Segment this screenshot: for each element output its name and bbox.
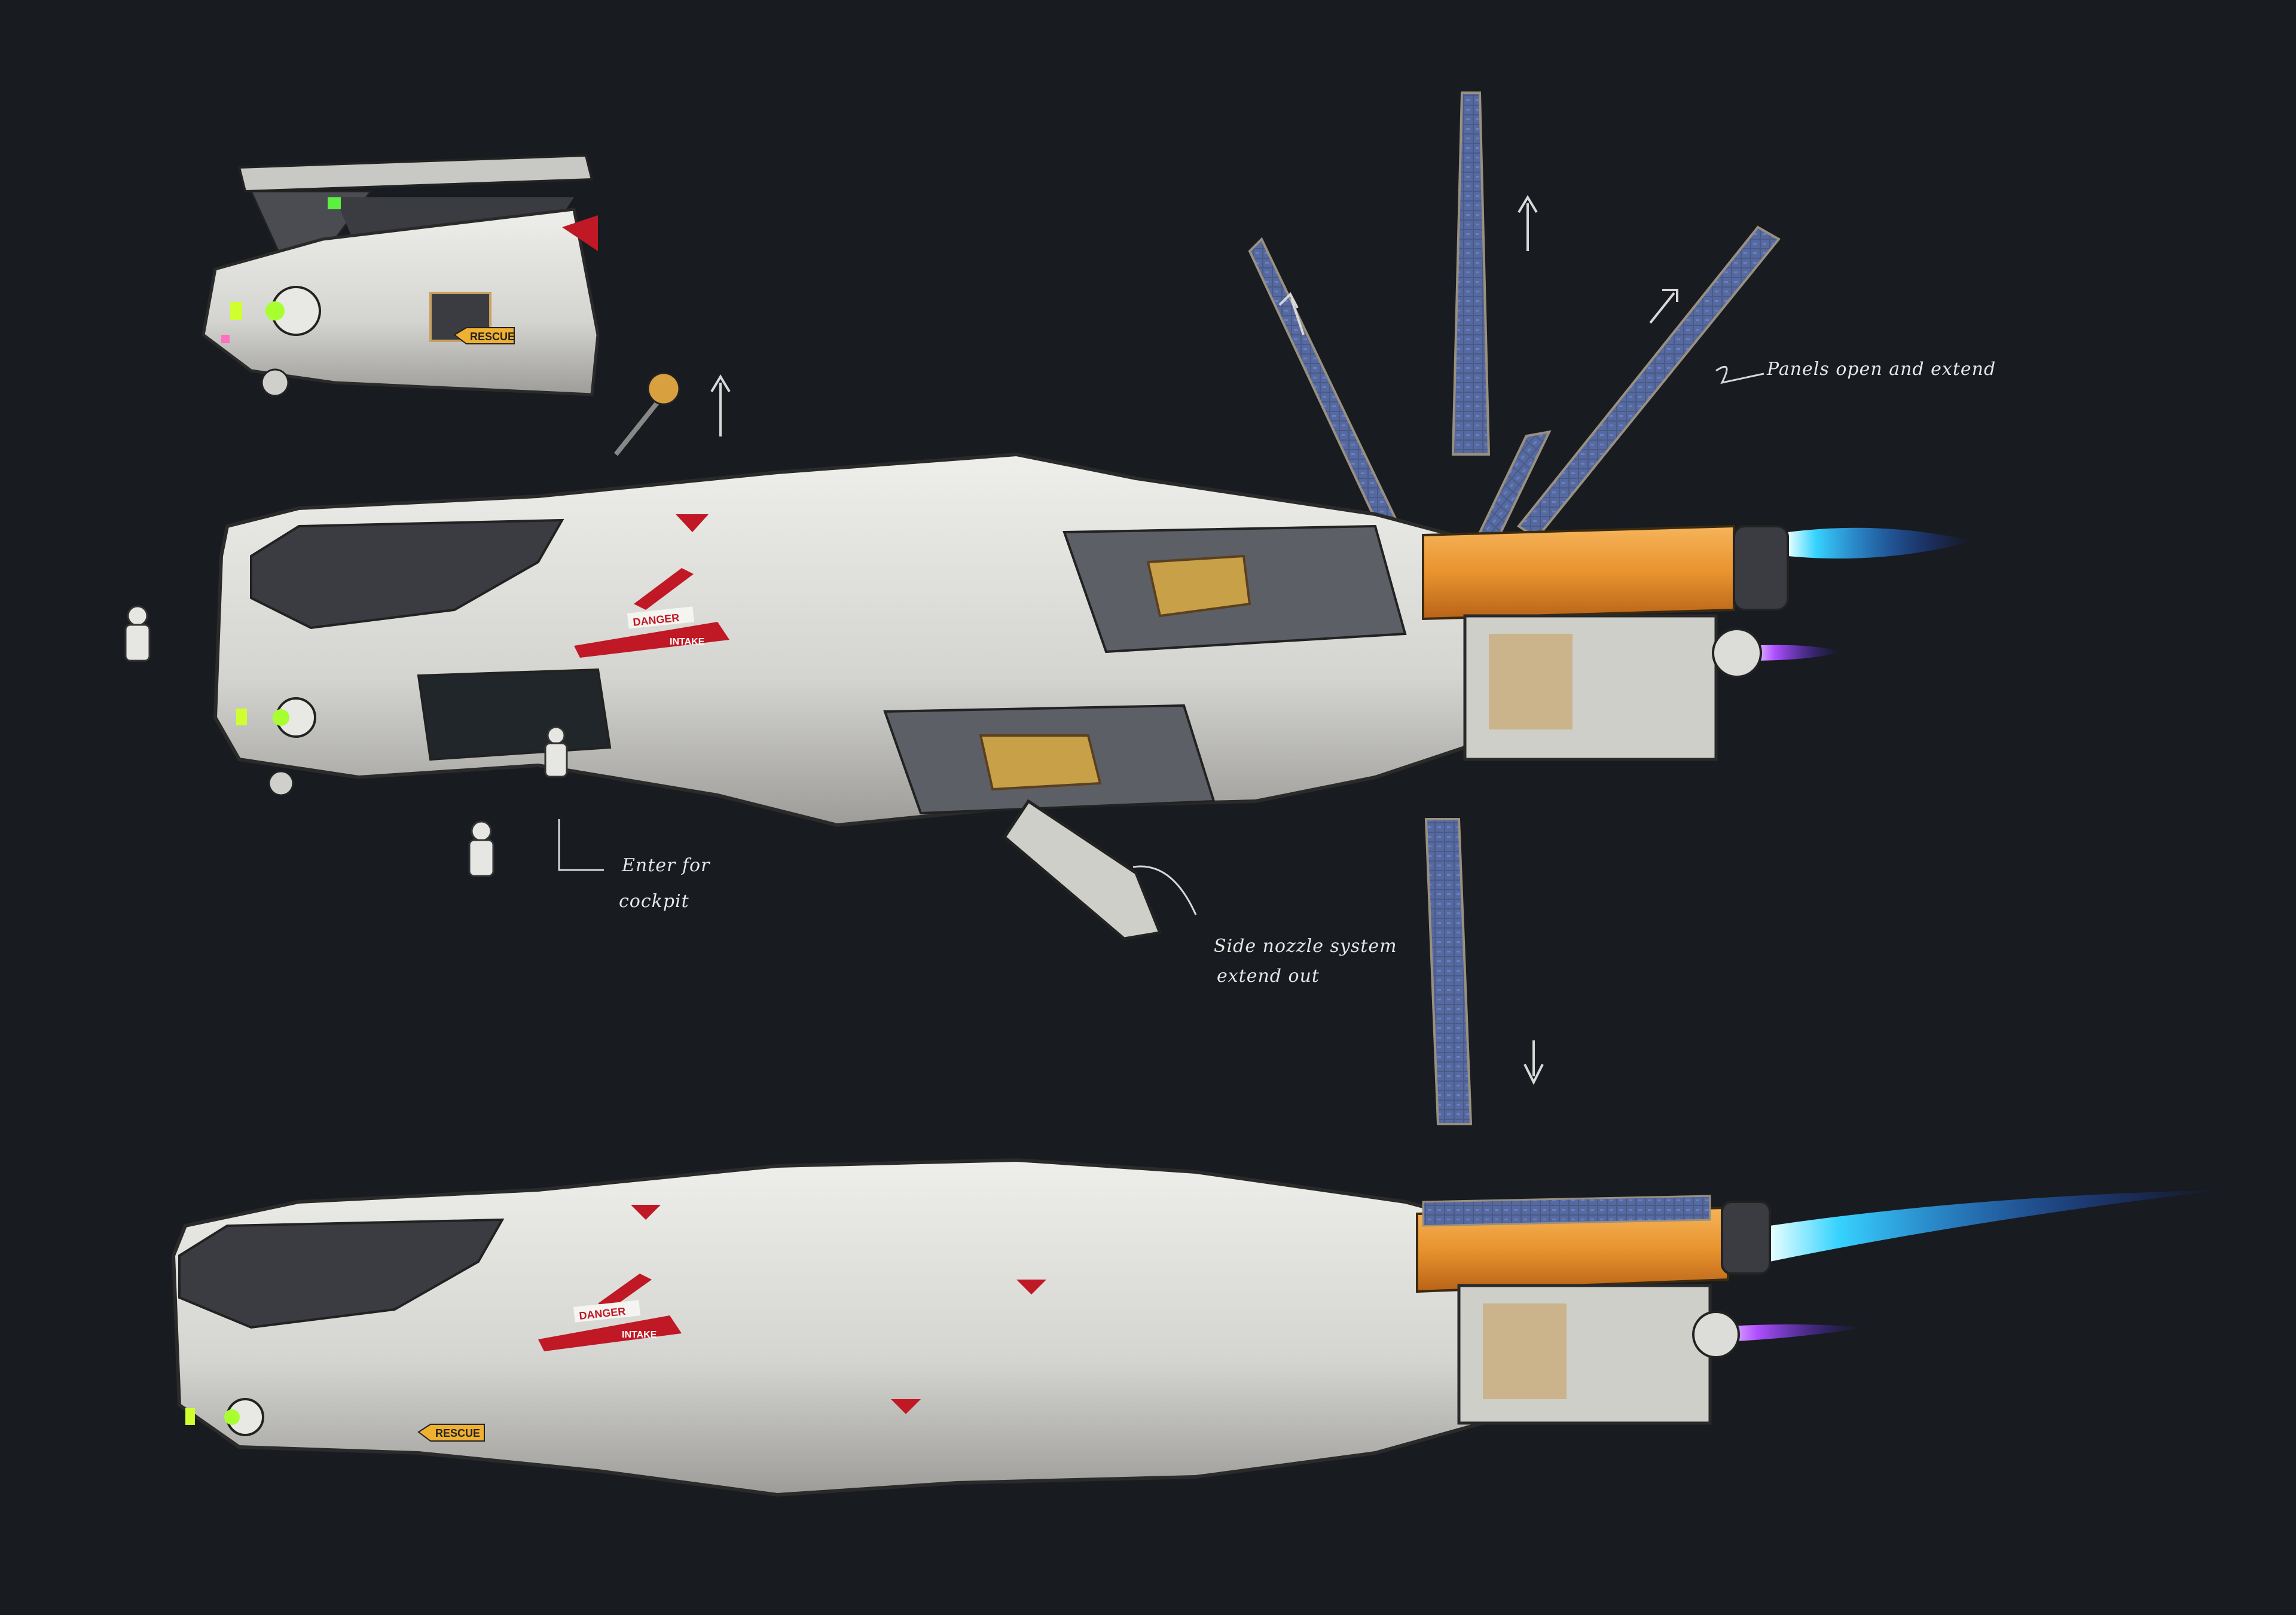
main-thrust-plume (1770, 1190, 2224, 1262)
orange-fuel-tank (1422, 524, 1735, 621)
side-nozzle-arm (1002, 799, 1162, 941)
antenna-dish-icon (647, 372, 680, 405)
astronaut-figure (544, 726, 568, 778)
annotation-panels: Panels open and extend (1767, 359, 1996, 380)
rescue-label: RESCUE (417, 1424, 485, 1442)
svg-text:RESCUE: RESCUE (435, 1427, 480, 1439)
warning-triangle-icon (1016, 1280, 1046, 1295)
astronaut-figure (468, 820, 494, 877)
annotation-leaders (558, 365, 1764, 915)
annotation-cockpit-line1: Enter for (622, 855, 710, 876)
main-thrust-plume (1788, 527, 1973, 559)
stowed-ship-view: DANGER INTAKE RESCUE (171, 1158, 2224, 1497)
svg-text:RESCUE: RESCUE (470, 331, 515, 343)
annotation-nozzle-line1: Side nozzle system (1214, 936, 1397, 957)
deployed-ship-view: DANGER INTAKE (124, 91, 1973, 1125)
warning-triangle-icon (676, 514, 709, 532)
svg-text:INTAKE: INTAKE (622, 1330, 657, 1340)
main-nozzle (1733, 525, 1789, 611)
status-light-icon (328, 197, 341, 209)
secondary-thrust-plume (1746, 645, 1842, 661)
cockpit-detail-view: RESCUE (201, 154, 600, 397)
deploy-arrows (710, 195, 1678, 1085)
rescue-label-cockpit: RESCUE (453, 327, 515, 344)
annotation-nozzle-line2: extend out (1217, 966, 1320, 987)
secondary-thrust-plume (1710, 1324, 1866, 1342)
danger-intake-marking: DANGER INTAKE (538, 1274, 682, 1351)
warning-triangle-icon (891, 1399, 921, 1414)
astronaut-figure (124, 605, 151, 662)
danger-intake-marking: DANGER INTAKE (574, 568, 729, 658)
svg-text:INTAKE: INTAKE (670, 637, 705, 647)
annotation-cockpit-line2: cockpit (619, 891, 689, 912)
warning-triangle-icon (631, 1205, 661, 1220)
